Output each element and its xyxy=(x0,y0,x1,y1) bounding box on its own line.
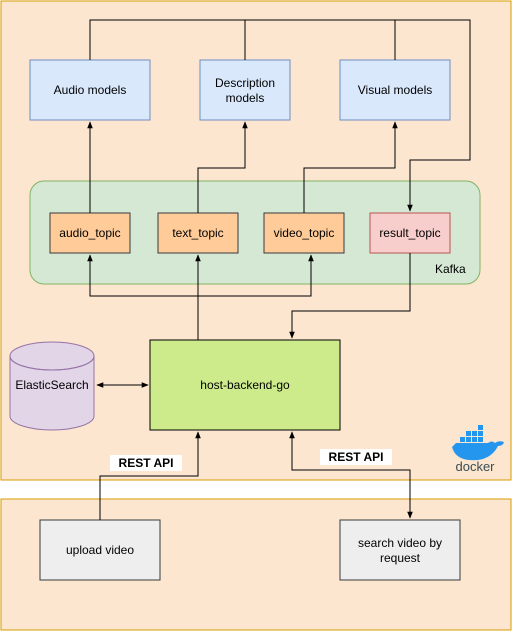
audio-topic-box[interactable] xyxy=(49,212,131,254)
result-topic-box[interactable] xyxy=(369,212,451,254)
connector-upload-to-backend xyxy=(99,431,201,520)
upload-video-box[interactable] xyxy=(39,519,161,581)
elasticsearch-label: ElasticSearch xyxy=(15,378,88,392)
rest-api-search-label: REST API xyxy=(329,450,384,464)
kafka-label: Kafka xyxy=(435,262,466,276)
audio-topic-label: audio_topic xyxy=(59,226,120,240)
description-models-label-2: models xyxy=(226,91,265,105)
connector-audio-models-to-result xyxy=(89,19,471,212)
search-video-box[interactable] xyxy=(339,519,461,581)
connector-backend-to-video-topic xyxy=(198,254,314,297)
rest-api-upload-label: REST API xyxy=(119,456,174,470)
visual-models-label: Visual models xyxy=(358,83,432,97)
description-models-label-1: Description xyxy=(215,76,275,90)
upload-video-label: upload video xyxy=(66,543,134,557)
visual-models-box[interactable] xyxy=(339,59,451,121)
text-topic-box[interactable] xyxy=(157,212,239,254)
elasticsearch-database[interactable] xyxy=(9,341,95,431)
audio-models-box[interactable] xyxy=(29,59,151,121)
video-topic-label: video_topic xyxy=(274,226,335,240)
connector-search-backend xyxy=(289,431,413,519)
video-topic-box[interactable] xyxy=(263,212,345,254)
text-topic-label: text_topic xyxy=(172,226,223,240)
result-topic-label: result_topic xyxy=(379,226,440,240)
connector-result-topic-to-backend xyxy=(289,253,411,339)
search-video-label-2: request xyxy=(380,551,421,565)
docker-whale-icon xyxy=(452,425,504,461)
docker-label: docker xyxy=(455,459,495,474)
description-models-box[interactable] xyxy=(199,59,291,121)
kafka-container xyxy=(29,180,481,285)
connector-video-topic-to-visual-models xyxy=(303,121,398,213)
audio-models-label: Audio models xyxy=(54,83,127,97)
search-video-label-1: search video by xyxy=(358,536,442,550)
connector-text-topic-to-description-models xyxy=(197,121,248,213)
host-backend-box[interactable] xyxy=(149,339,341,431)
host-backend-label: host-backend-go xyxy=(200,378,290,392)
